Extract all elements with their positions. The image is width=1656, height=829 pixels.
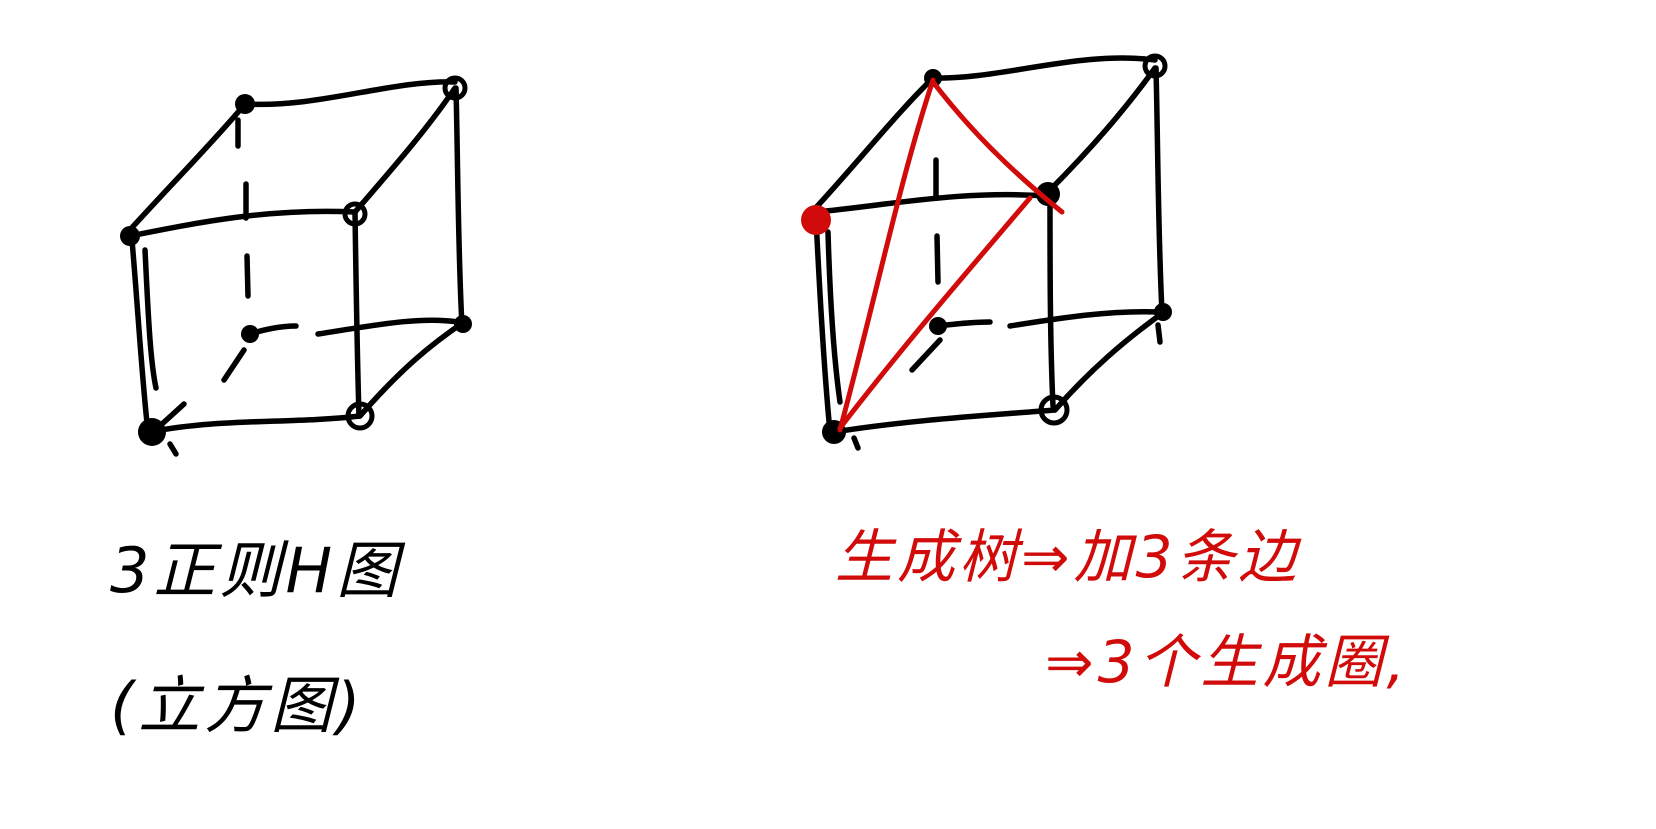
vertex-dot <box>241 325 259 343</box>
right-cube-edge <box>851 435 861 451</box>
left-cube-hidden-edge <box>159 401 187 427</box>
left-cube-edge <box>352 209 362 419</box>
vertex-dot <box>138 418 166 446</box>
right-cube-edge <box>1045 65 1158 195</box>
left-cube-edge <box>352 85 458 215</box>
right-cube-hidden-edge <box>1155 322 1163 345</box>
left-cube-edge <box>127 208 358 239</box>
right-cube-edge <box>813 191 1051 215</box>
right-cube-edge <box>1047 193 1056 409</box>
left-cube <box>120 75 472 457</box>
highlighted-vertex-dot <box>801 205 831 235</box>
left-cube-hidden-edges <box>159 117 461 427</box>
right-cube-edge <box>825 229 843 405</box>
left-cube-solid-edges <box>125 79 467 457</box>
vertex-dot <box>235 94 255 114</box>
vertex-dot <box>120 226 140 246</box>
vertex-dot <box>442 75 468 101</box>
left-caption-line-2: (立方图) <box>110 669 365 742</box>
spanning-cycle-edges <box>837 77 1065 433</box>
right-cube-edge <box>1052 309 1167 413</box>
right-cube-edge <box>1153 65 1165 315</box>
vertex-dot <box>342 201 368 227</box>
left-cube-edge <box>357 319 467 419</box>
added-edge <box>837 195 1033 431</box>
right-cube-solid-edges <box>809 55 1167 451</box>
right-cube-hidden-edge <box>1007 308 1163 329</box>
vertex-dot <box>454 315 472 333</box>
left-cube-edge <box>147 413 363 435</box>
vertex-dot <box>345 401 375 431</box>
left-cube-edge <box>142 247 159 391</box>
vertex-dot <box>1036 182 1060 206</box>
left-cube-hidden-edge <box>221 347 247 383</box>
vertex-dot <box>1038 394 1070 426</box>
right-cube-edge <box>930 55 1158 81</box>
vertex-dot <box>1154 303 1172 321</box>
left-cube-edge <box>242 79 458 108</box>
right-cube <box>801 53 1172 451</box>
right-cube-hidden-edge <box>909 337 943 373</box>
left-cube-edge <box>129 237 151 435</box>
vertex-dot <box>929 317 947 335</box>
right-cube-edge <box>809 75 936 215</box>
left-cube-hidden-edge <box>244 253 251 299</box>
left-cube-edge <box>167 441 179 457</box>
vertex-dot <box>1142 53 1168 79</box>
left-cube-hidden-edge <box>315 317 461 337</box>
left-cube-edge <box>453 85 465 329</box>
right-cube-edge <box>813 215 833 435</box>
added-edge <box>930 79 1065 215</box>
right-caption-line-2: ⇒3个生成圈, <box>1045 628 1409 696</box>
right-cube-edge <box>831 407 1058 435</box>
added-edge <box>837 77 936 433</box>
left-cube-edge <box>125 101 248 235</box>
left-caption-line-1: 3正则H图 <box>110 534 403 607</box>
left-cube-vertices <box>120 75 472 446</box>
right-caption-line-1: 生成树⇒加3条边 <box>835 523 1301 591</box>
right-cube-hidden-edge <box>934 233 941 285</box>
